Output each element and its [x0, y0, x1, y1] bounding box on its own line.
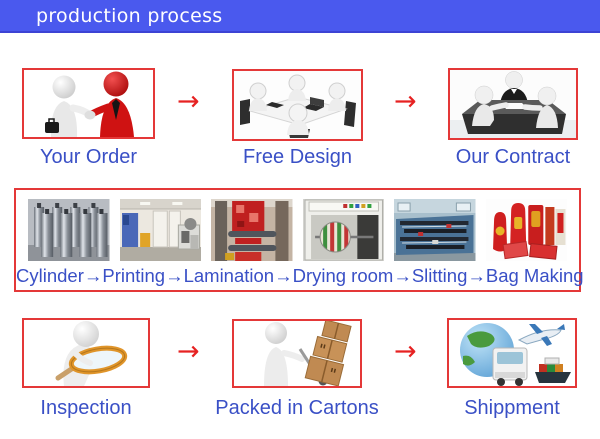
your-order-label: Your Order	[39, 146, 138, 168]
inspection-label: Inspection	[40, 397, 132, 419]
slitting-machine-photo	[394, 199, 476, 261]
our-contract-image-frame	[448, 68, 578, 140]
shippment-image-frame	[447, 318, 577, 388]
our-contract-label: Our Contract	[455, 146, 571, 168]
shippment-label: Shippment	[464, 397, 560, 419]
page-title: production process	[36, 4, 223, 27]
inspection-image-frame	[22, 318, 150, 388]
cartons-handtruck-image	[234, 321, 360, 386]
contract-signing-image	[450, 70, 576, 138]
global-shipping-image	[449, 320, 575, 386]
process-strip-frame: Cylinder→Printing→Lamination→Drying room…	[14, 188, 584, 292]
drying-room-photo	[302, 199, 384, 261]
free-design-image-frame	[232, 69, 363, 141]
design-team-meeting-image	[234, 71, 361, 139]
flow-arrow-icon: →	[394, 336, 417, 367]
packed-in-cartons-label: Packed in Cartons	[215, 397, 379, 419]
header-bar: production process	[0, 0, 600, 33]
finished-bags-photo	[485, 199, 567, 261]
free-design-label: Free Design	[243, 146, 352, 168]
flow-arrow-icon: →	[177, 86, 200, 117]
lamination-machine-photo	[211, 199, 293, 261]
process-photos-row	[16, 190, 579, 261]
packed-in-cartons-image-frame	[232, 319, 362, 388]
flow-arrow-icon: →	[177, 336, 200, 367]
process-steps-caption: Cylinder→Printing→Lamination→Drying room…	[16, 265, 584, 286]
gravure-cylinders-photo	[28, 199, 110, 261]
inspection-magnifier-image	[24, 320, 148, 386]
flow-arrow-icon: →	[394, 86, 417, 117]
handshake-figures-image	[24, 70, 153, 137]
your-order-image-frame	[22, 68, 155, 139]
printing-machine-photo	[119, 199, 201, 261]
